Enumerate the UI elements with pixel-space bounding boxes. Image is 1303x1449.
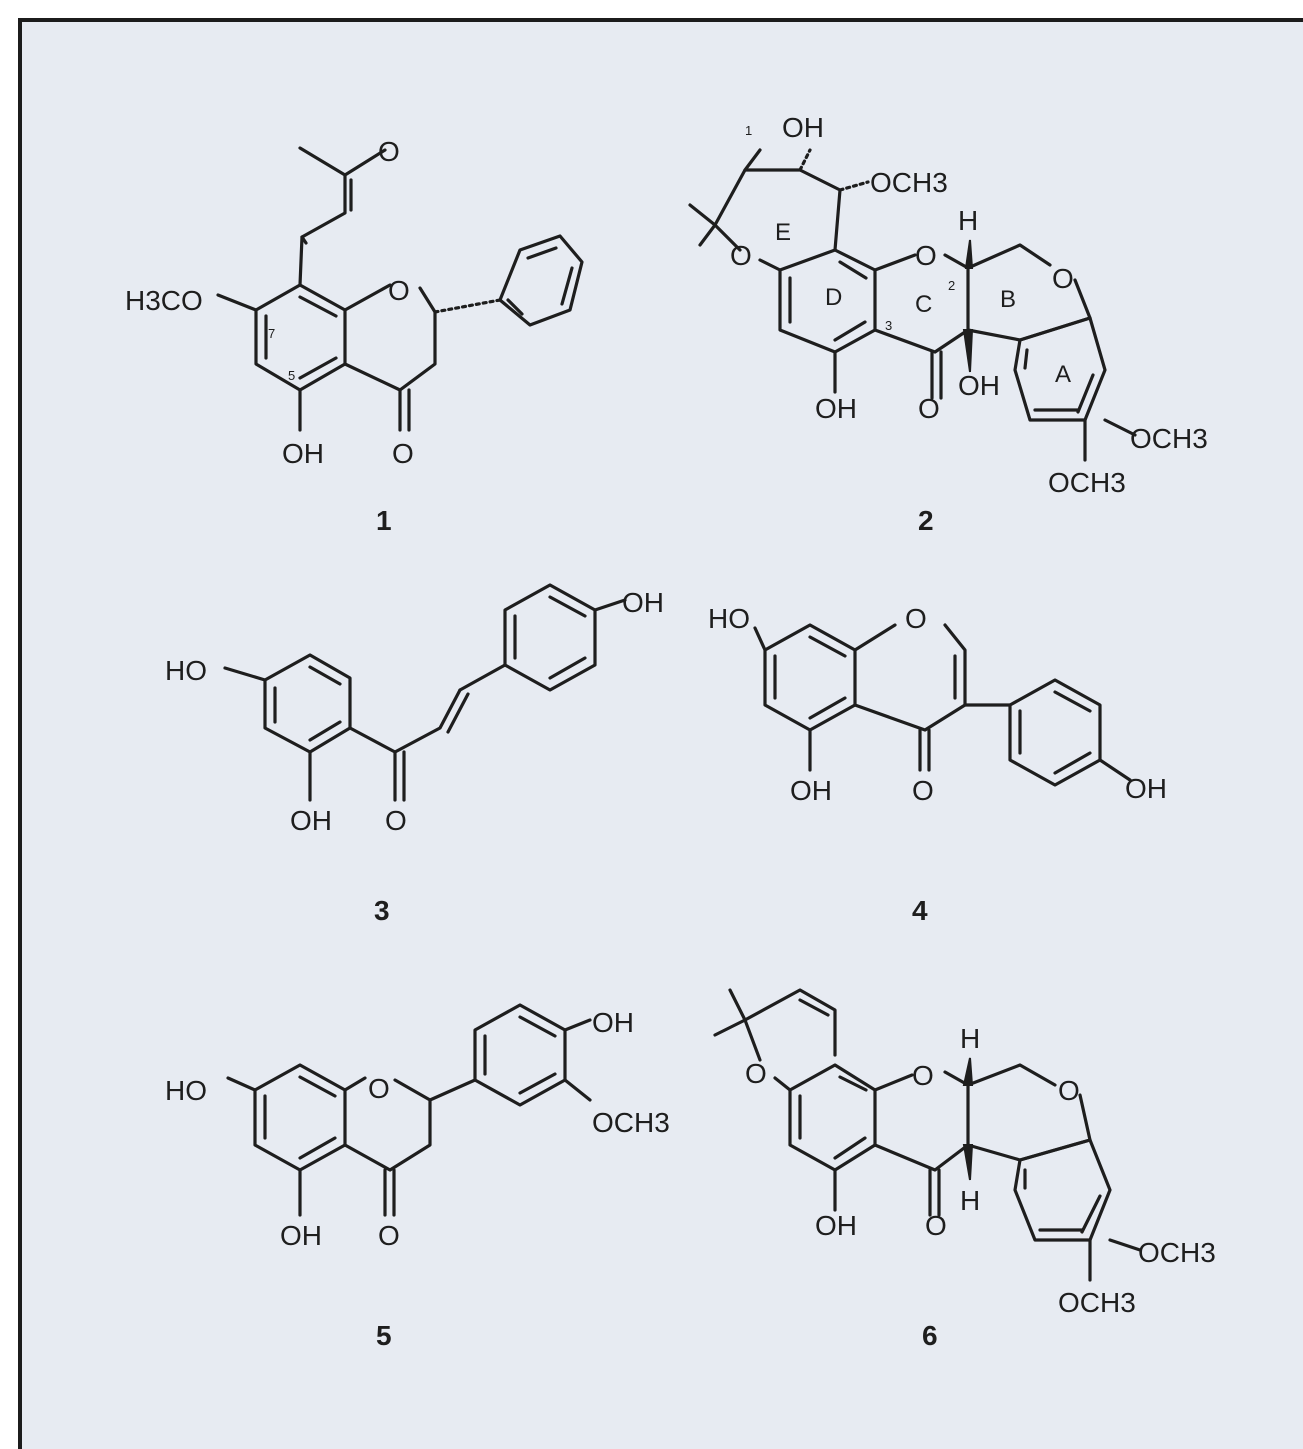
atom-label: O [378,136,400,167]
position-label: 7 [268,326,275,341]
atom-label: O [378,1220,400,1251]
position-label: 1 [745,123,752,138]
atom-label: H [960,1023,980,1054]
atom-label: OCH3 [1048,467,1126,498]
compound-number-5: 5 [376,1320,392,1351]
atom-label: O [388,275,410,306]
atom-label: O [1058,1075,1080,1106]
compound-3-structure [223,583,627,802]
atom-label: OH [622,587,664,618]
compound-2-structure [688,148,1137,462]
atom-label: OCH3 [1130,423,1208,454]
compound-number-6: 6 [922,1320,938,1351]
ring-label: C [915,291,932,318]
compound-number-3: 3 [374,895,390,926]
atom-label: OH [290,805,332,836]
ring-label: E [775,219,791,246]
atom-label: O [745,1058,767,1089]
atom-label: O [1052,263,1074,294]
ring-label: A [1055,361,1071,388]
atom-label: O [730,240,752,271]
position-label: 2 [948,278,955,293]
compound-4-structure [753,623,1132,787]
atom-label: H [960,1185,980,1216]
position-label: 3 [885,318,892,333]
atom-label: OH [1125,773,1167,804]
atom-label: OH [815,393,857,424]
atom-label: OH [280,1220,322,1251]
atom-label: O [918,393,940,424]
atom-label: HO [165,1075,207,1106]
atom-label: OCH3 [870,167,948,198]
compound-1-structure [216,146,584,432]
atom-label: O [915,240,937,271]
atom-label: H [958,205,978,236]
atom-label: OH [782,112,824,143]
atom-label: OH [815,1210,857,1241]
compound-number-2: 2 [918,505,934,536]
atom-label: O [925,1210,947,1241]
atom-label: OCH3 [1138,1237,1216,1268]
atom-label: OCH3 [1058,1287,1136,1318]
atom-label: OH [282,438,324,469]
atom-label: O [905,603,927,634]
figure-panel [18,18,1303,1449]
atom-label: OH [958,370,1000,401]
compound-number-4: 4 [912,895,928,926]
atom-label: O [385,805,407,836]
atom-label: O [912,775,934,806]
atom-label: OH [592,1007,634,1038]
position-label: 5 [288,368,295,383]
compound-number-1: 1 [376,505,392,536]
atom-label: OCH3 [592,1107,670,1138]
atom-label: HO [165,655,207,686]
atom-label: O [912,1060,934,1091]
atom-label: H3CO [125,285,203,316]
atom-label: O [368,1073,390,1104]
atom-label: HO [708,603,750,634]
compound-5-structure [226,1003,592,1217]
atom-label: OH [790,775,832,806]
atom-label: O [392,438,414,469]
ring-label: B [1000,286,1016,313]
compound-6-structure [713,988,1142,1282]
ring-label: D [825,284,842,311]
